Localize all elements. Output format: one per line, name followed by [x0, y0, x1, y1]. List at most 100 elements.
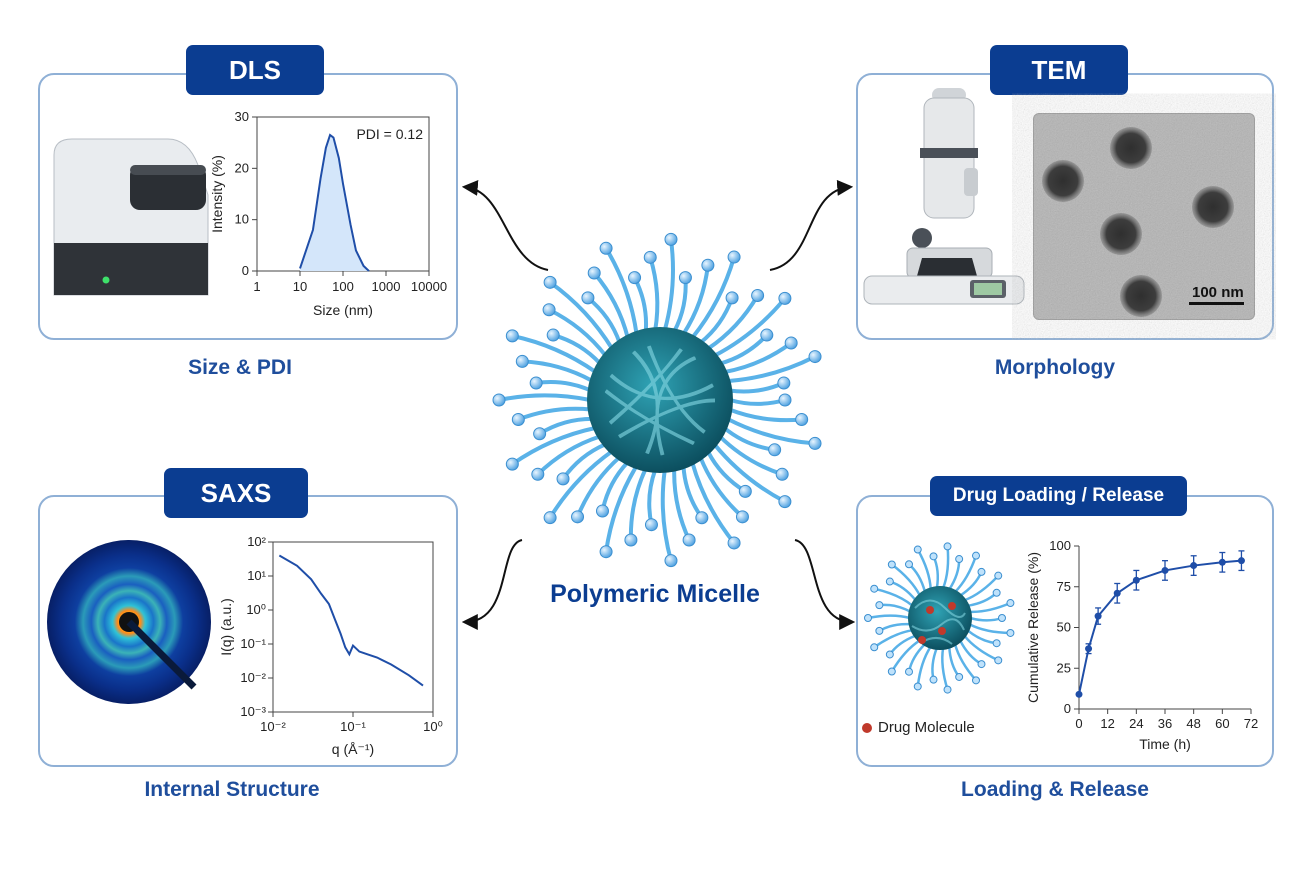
drug-molecule-icon: [918, 636, 926, 644]
micelle-tail: [497, 393, 592, 402]
micelle-tail: [867, 614, 911, 620]
micelle-tail: [681, 263, 710, 337]
micelle-core-chain: [655, 356, 697, 456]
saxs-detector-pattern: [47, 540, 211, 704]
micelle-tail: [690, 255, 737, 340]
drug-y-tick-label: 100: [1049, 538, 1071, 553]
micelle-head: [546, 328, 560, 342]
micelle-head: [943, 685, 952, 694]
dls-x-tick-label: 1000: [372, 279, 401, 294]
micelle-tail: [510, 425, 598, 467]
dls-y-tick-label: 10: [235, 212, 249, 227]
micelle-head: [599, 545, 613, 559]
micelle-tail: [873, 628, 913, 649]
drug-release-point: [1085, 645, 1093, 653]
micelle-tail: [727, 380, 786, 394]
dls-x-tick-label: 10: [293, 279, 307, 294]
micelle-head: [505, 329, 519, 343]
drug-release-point: [1075, 690, 1083, 698]
dls-y-axis-label: Intensity (%): [209, 155, 225, 233]
drug-release-point: [1094, 612, 1102, 620]
micelle-head: [738, 484, 752, 498]
saxs-x-tick-label: 10⁻²: [260, 719, 286, 734]
micelle-tail: [932, 555, 940, 589]
micelle-tail: [873, 587, 914, 607]
micelle-head: [725, 291, 739, 305]
micelle-head: [587, 266, 601, 280]
micelle-head: [571, 510, 585, 524]
micelle-head: [992, 588, 1001, 597]
micelle-core-chain: [604, 389, 695, 446]
dls-y-tick-label: 0: [242, 263, 249, 278]
saxs-scattering-curve: [278, 554, 424, 687]
drug-release-curve: [1078, 559, 1242, 695]
micelle-head: [955, 555, 964, 564]
micelle-tail: [954, 555, 978, 593]
micelle-tail: [647, 467, 658, 527]
micelle-head: [977, 567, 986, 576]
tem-scale-bar-label: 100 nm: [1192, 284, 1244, 301]
drug-y-tick-label: 0: [1064, 701, 1071, 716]
saxs-x-axis-label: q (Å⁻¹): [332, 741, 374, 757]
micelle-tail: [891, 563, 922, 597]
saxs-y-tick-label: 10⁻¹: [240, 636, 266, 651]
micelle-head: [529, 376, 543, 390]
micelle-head: [682, 533, 696, 547]
drug-x-tick-label: 24: [1129, 716, 1143, 731]
micelle-tail: [510, 333, 598, 375]
micelle-head: [795, 412, 809, 426]
micelle-tail: [963, 634, 999, 662]
micelle-tail: [534, 379, 593, 393]
center-title: Polymeric Micelle: [550, 580, 760, 608]
micelle-illustration: [492, 232, 822, 568]
micelle-head: [784, 336, 798, 350]
drug-y-axis-label: Cumulative Release (%): [1025, 552, 1041, 703]
micelle-head: [972, 676, 980, 685]
micelle-head: [760, 328, 774, 342]
tem-badge: TEM: [990, 45, 1128, 95]
dls-x-tick-label: 1: [253, 279, 260, 294]
drug-x-tick-label: 72: [1244, 716, 1258, 731]
micelle-tail: [604, 463, 639, 554]
micelle-tail: [660, 467, 673, 563]
micelle-head: [515, 354, 529, 368]
micelle-tail: [916, 645, 932, 687]
micelle-head: [727, 536, 741, 550]
micelle-head: [644, 518, 658, 532]
microscope-icon: [863, 88, 1025, 305]
micelle-head: [727, 250, 741, 264]
drug-x-tick-label: 36: [1158, 716, 1172, 731]
drug-release-point: [1161, 566, 1169, 574]
micelle-head: [972, 551, 980, 560]
micelle-tail: [717, 434, 785, 477]
micelle-tail: [722, 341, 794, 375]
dls-distribution-area: [300, 134, 369, 271]
drug-x-tick-label: 60: [1215, 716, 1229, 731]
micelle-head: [531, 467, 545, 481]
micelle-head: [595, 504, 609, 518]
drug-badge: Drug Loading / Release: [930, 476, 1187, 516]
micelle-tail: [931, 647, 939, 680]
micelle-head: [994, 656, 1003, 665]
micelle-head: [505, 457, 519, 471]
micelle-head: [768, 443, 782, 457]
dls-x-axis-label: Size (nm): [313, 302, 373, 318]
tem-image: 100 nm: [1033, 113, 1255, 320]
micelle-tail: [916, 548, 932, 590]
micelle-tail: [968, 623, 1011, 635]
dls-instrument-icon: [53, 138, 209, 296]
micelle-tail: [948, 559, 961, 591]
micelle-tail: [648, 255, 660, 333]
micelle-tail: [963, 574, 1000, 602]
dls-x-tick-label: 10000: [411, 279, 447, 294]
micelle-head: [643, 250, 657, 264]
micelle-tail: [969, 601, 1011, 614]
micelle-head: [533, 427, 547, 441]
drug-release-point: [1237, 557, 1245, 565]
micelle-head: [775, 467, 789, 481]
micelle-tail: [698, 455, 745, 519]
drug-caption: Loading & Release: [961, 778, 1149, 801]
micelle-head: [1006, 599, 1015, 608]
